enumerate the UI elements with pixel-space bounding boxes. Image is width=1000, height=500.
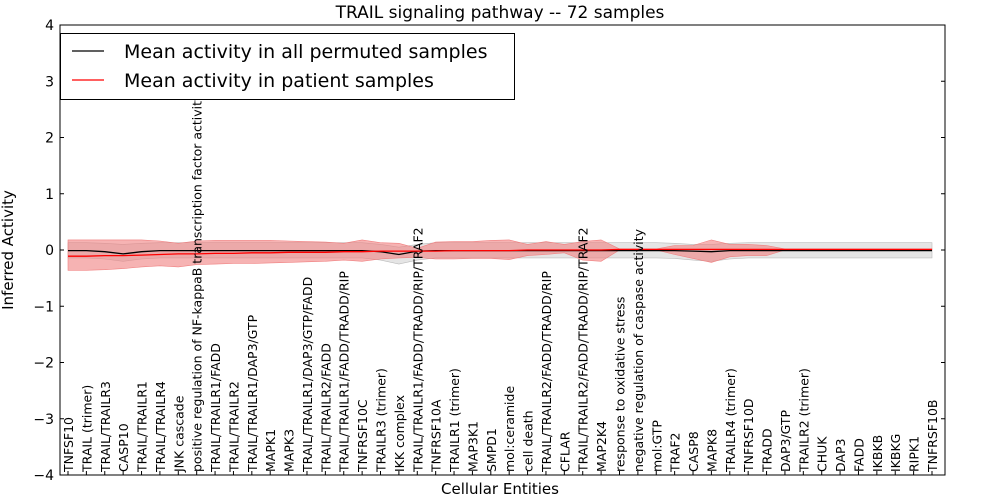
- x-tick-label: RIPK1: [907, 436, 922, 472]
- y-tick-label: −3: [33, 412, 54, 428]
- x-tick-label: MAPK1: [263, 429, 278, 472]
- x-tick-label: TRAILR1 (trimer): [447, 368, 462, 473]
- x-tick-label: TNFRSF10A: [429, 399, 444, 473]
- x-tick-label: DAP3: [833, 439, 848, 472]
- y-tick-label: −2: [33, 356, 54, 372]
- x-tick-label: TRAIL/TRAILR1/FADD: [208, 343, 223, 473]
- x-tick-label: mol:GTP: [649, 420, 664, 472]
- legend-box: [60, 33, 515, 100]
- x-tick-label: IKBKG: [888, 434, 903, 472]
- x-tick-label: JNK cascade: [171, 395, 186, 473]
- x-tick-label: MAPK3: [282, 429, 297, 472]
- y-tick-label: 4: [45, 18, 54, 34]
- x-tick-label: TRAIL/TRAILR2/FADD/TRADD/RIP: [539, 271, 554, 473]
- series-lines: [68, 248, 932, 257]
- x-tick-label: MAP2K4: [594, 421, 609, 472]
- x-tick-label: TNFRSF10B: [925, 400, 940, 473]
- x-tick-label: TRAIL/TRAILR4: [153, 381, 168, 473]
- y-tick-label: −1: [33, 299, 54, 315]
- x-tick-label: TRAILR2 (trimer): [796, 368, 811, 473]
- y-tick-label: 2: [45, 131, 54, 147]
- x-tick-label: cell death: [521, 410, 536, 472]
- x-tick-label: TRAF2: [668, 432, 683, 473]
- x-tick-label: mol:ceramide: [502, 386, 517, 472]
- x-tick-label: TRAIL/TRAILR1/FADD/TRADD/RIP/TRAF2: [410, 227, 425, 473]
- x-axis-label: Cellular Entities: [441, 480, 559, 498]
- x-tick-label: TRAIL/TRAILR1/DAP3/GTP/FADD: [300, 277, 315, 473]
- x-tick-label: TRAIL/TRAILR1/DAP3/GTP: [245, 314, 260, 473]
- x-tick-label: CHUK: [815, 436, 830, 472]
- x-tick-label: SMPD1: [484, 428, 499, 472]
- x-tick-label: MAPK8: [704, 429, 719, 472]
- legend: Mean activity in all permuted samples Me…: [60, 33, 515, 100]
- x-tick-label: FADD: [852, 438, 867, 472]
- x-tick-label: response to oxidative stress: [613, 297, 628, 472]
- line-series-1: [68, 248, 932, 257]
- x-tick-label: TNFRSF10C: [355, 399, 370, 473]
- x-tick-label: TRAILR4 (trimer): [723, 368, 738, 473]
- y-tick-labels: 4 3 2 1 0 −1 −2 −3 −4: [33, 18, 945, 484]
- x-tick-label: TNFSF10: [61, 417, 76, 473]
- x-tick-label: TRAIL (trimer): [79, 385, 94, 473]
- x-tick-label: TRAILR3 (trimer): [374, 368, 389, 473]
- y-tick-label: 0: [45, 243, 54, 259]
- x-tick-label: MAP3K1: [465, 421, 480, 472]
- x-tick-label: TNFRSF10D: [741, 398, 756, 473]
- x-tick-label: positive regulation of NF-kappaB transcr…: [190, 93, 205, 472]
- plot-frame: [59, 24, 946, 476]
- chart-title: TRAIL signaling pathway -- 72 samples: [335, 3, 665, 23]
- x-tick-label: TRAIL/TRAILR2: [226, 381, 241, 473]
- x-tick-label: negative regulation of caspase activity: [631, 228, 646, 472]
- x-tick-label: TRADD: [760, 428, 775, 473]
- legend-label-patient: Mean activity in patient samples: [124, 70, 434, 92]
- x-tick-label: TRAIL/TRAILR2/FADD: [318, 343, 333, 473]
- x-tick-label: TRAIL/TRAILR1: [135, 381, 150, 473]
- x-tick-label: CASP8: [686, 431, 701, 472]
- confidence-bands: [67, 239, 933, 271]
- legend-label-permuted: Mean activity in all permuted samples: [124, 41, 487, 63]
- y-axis-label: Inferred Activity: [0, 190, 17, 310]
- y-tick-label: 3: [45, 74, 54, 90]
- x-tick-label: TRAIL/TRAILR2/FADD/TRADD/RIP/TRAF2: [576, 227, 591, 473]
- y-tick-label: 1: [45, 187, 54, 203]
- x-tick-label: CFLAR: [557, 431, 572, 472]
- x-tick-label: IKK complex: [392, 395, 407, 472]
- x-tick-label: IKBKB: [870, 435, 885, 472]
- y-tick-label: −4: [33, 468, 54, 484]
- x-tick-label: DAP3/GTP: [778, 409, 793, 472]
- x-tick-label: TRAIL/TRAILR1/FADD/TRADD/RIP: [337, 271, 352, 473]
- x-tick-label: TRAIL/TRAILR3: [98, 381, 113, 473]
- x-tick-label: CASP10: [116, 423, 131, 472]
